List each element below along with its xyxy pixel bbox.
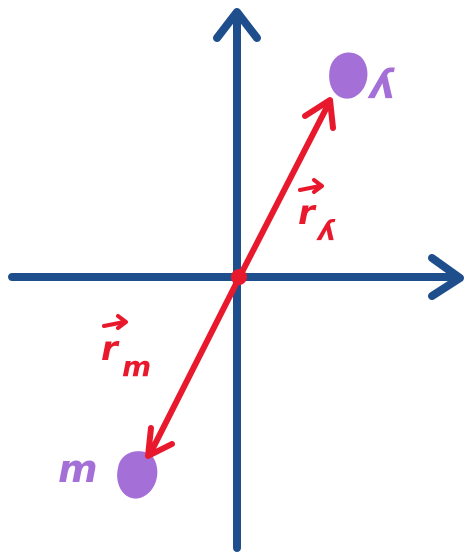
vector-to-bottom-arrowhead (145, 425, 175, 459)
vector-to-bottom-shaft (147, 275, 242, 457)
points (117, 52, 368, 499)
y-axis-arrowhead (213, 8, 261, 42)
vector-to-bottom-label-subscript: m (122, 350, 151, 383)
vectors (145, 97, 336, 459)
origin-dot (231, 269, 247, 285)
vector-to-top-arrowhead (302, 97, 336, 131)
vector-to-top-shaft (236, 100, 332, 281)
point-top-label: ʎ (367, 62, 396, 108)
point-labels: ʎ m (58, 62, 396, 491)
vector-to-top-label: r ʎ (298, 178, 336, 247)
vector-to-bottom-label-arrow-bar (102, 320, 126, 328)
vector-to-bottom-label-base: r (101, 329, 120, 369)
vector-to-top-label-arrow-tip (312, 178, 324, 194)
vector-to-bottom-label-arrow-tip (116, 314, 128, 330)
x-axis-arrowhead (428, 254, 464, 300)
vector-to-bottom-label: r m (101, 314, 151, 383)
point-bottom (117, 451, 158, 499)
point-bottom-label: m (58, 447, 98, 491)
point-top (329, 52, 368, 99)
vector-to-top-label-subscript: ʎ (316, 214, 336, 247)
vector-to-top-label-base: r (298, 193, 317, 233)
vector-labels: r ʎ r m (101, 178, 336, 383)
vector-to-top-label-arrow-bar (298, 184, 322, 192)
